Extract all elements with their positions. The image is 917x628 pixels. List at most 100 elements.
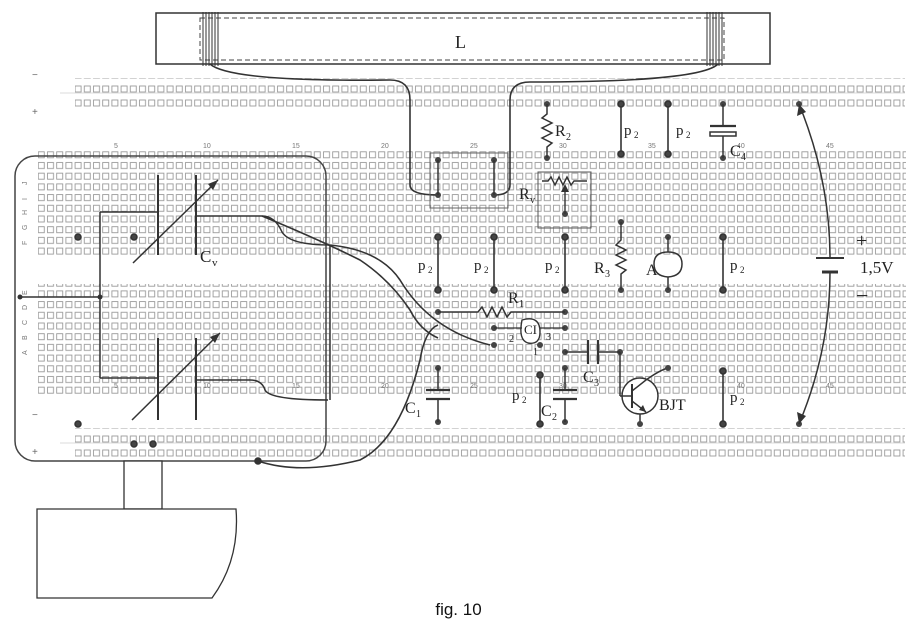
p2-label: p xyxy=(418,258,426,274)
col-num: 10 xyxy=(203,383,211,390)
p2-label: p xyxy=(624,123,632,139)
col-num: 25 xyxy=(470,383,478,390)
col-num: 35 xyxy=(648,143,656,150)
breadboard-upper-grid xyxy=(38,150,906,258)
row-letters: J I H G F E D C B A xyxy=(22,182,29,356)
r3-label: R xyxy=(594,260,605,277)
inductor-L: L xyxy=(155,12,771,66)
p2-label: p xyxy=(676,123,684,139)
col-num: 5 xyxy=(114,383,118,390)
c2-label: C xyxy=(541,403,552,420)
connector-module xyxy=(429,152,509,209)
row-letter: D xyxy=(22,305,29,310)
battery: + − 1,5V xyxy=(796,101,894,427)
row-letter: F xyxy=(22,241,29,245)
battery-minus: − xyxy=(856,283,868,308)
breadboard-bottom-rails xyxy=(60,428,905,461)
variable-capacitor-Cv: C v xyxy=(14,155,331,462)
row-letter: I xyxy=(22,198,29,200)
p2-label: p xyxy=(512,388,520,404)
battery-plus: + xyxy=(856,230,867,252)
col-num: 40 xyxy=(737,143,745,150)
bjt-label: BJT xyxy=(659,397,686,414)
p2-label-sub: 2 xyxy=(428,265,433,275)
ci-pin-1: 1 xyxy=(533,347,538,358)
row-letter: B xyxy=(22,335,29,340)
coil-left xyxy=(202,12,219,66)
ci-pin-3: 3 xyxy=(546,332,551,343)
battery-voltage: 1,5V xyxy=(860,258,894,277)
ci-pin-2: 2 xyxy=(509,334,514,345)
rail-signs: − + − + xyxy=(32,70,38,458)
col-num: 5 xyxy=(114,143,118,150)
capacitor-C2: C 2 xyxy=(541,365,577,425)
col-num: 30 xyxy=(559,383,567,390)
cv-label-sub: v xyxy=(212,257,218,269)
rail-sign: + xyxy=(32,107,38,118)
column-numbers-top: 5 10 15 20 25 30 35 40 45 xyxy=(114,143,834,150)
c1-label: C xyxy=(405,400,416,417)
capacitor-C4: C 4 xyxy=(709,101,746,163)
ci-label: CI xyxy=(524,322,537,337)
integrated-circuit-CI: CI 2 3 1 xyxy=(491,318,568,358)
row-letter: C xyxy=(22,320,29,325)
p2-label-sub: 2 xyxy=(484,265,489,275)
r1-label: R xyxy=(508,290,519,307)
c4-label: C xyxy=(730,143,741,160)
earphone-A: A xyxy=(646,234,683,293)
col-num: 15 xyxy=(292,143,300,150)
p2-label-sub: 2 xyxy=(555,265,560,275)
col-num: 20 xyxy=(381,383,389,390)
col-num: 10 xyxy=(203,143,211,150)
p2-label-sub: 2 xyxy=(634,130,639,140)
rv-label-sub: v xyxy=(530,195,535,206)
misc-wires xyxy=(74,233,157,448)
capacitor-C1: C 1 xyxy=(405,365,450,425)
p2-label-sub: 2 xyxy=(740,265,745,275)
r2-label: R xyxy=(555,123,566,140)
p2-label: p xyxy=(730,258,738,274)
c3-label: C xyxy=(583,369,594,386)
c4-label-sub: 4 xyxy=(741,152,746,163)
row-letter: J xyxy=(22,182,29,186)
r1-label-sub: 1 xyxy=(519,299,524,310)
c1-label-sub: 1 xyxy=(416,409,421,420)
c3-label-sub: 3 xyxy=(594,378,599,389)
col-num: 20 xyxy=(381,143,389,150)
row-letter: A xyxy=(22,350,29,355)
rail-sign: − xyxy=(32,70,38,81)
capacitor-C3: C 3 xyxy=(562,340,623,389)
col-num: 30 xyxy=(559,143,567,150)
transistor-BJT: BJT xyxy=(619,352,686,427)
cv-label: C xyxy=(200,247,211,266)
p2-labels: p 2 p 2 p 2 p 2 p 2 p 2 p 2 p 2 xyxy=(418,123,745,407)
col-num: 15 xyxy=(292,383,300,390)
rv-label: R xyxy=(519,186,530,203)
p2-label: p xyxy=(545,258,553,274)
breadboard-top-rails xyxy=(60,78,905,111)
col-num: 45 xyxy=(826,143,834,150)
col-num: 45 xyxy=(826,383,834,390)
p2-label: p xyxy=(474,258,482,274)
resistor-R3: R 3 xyxy=(594,219,628,293)
rail-sign: + xyxy=(32,447,38,458)
p2-label: p xyxy=(730,390,738,406)
row-letter: E xyxy=(22,290,29,295)
col-num: 40 xyxy=(737,383,745,390)
p2-label-sub: 2 xyxy=(686,130,691,140)
figure-caption: fig. 10 xyxy=(435,600,482,619)
cv-dial xyxy=(36,460,238,599)
r2-label-sub: 2 xyxy=(566,132,571,143)
coil-right xyxy=(706,12,723,66)
cv-wires xyxy=(254,215,491,469)
resistor-R1: R 1 xyxy=(435,290,568,319)
row-letter: H xyxy=(22,210,29,215)
p2-label-sub: 2 xyxy=(740,397,745,407)
p2-label-sub: 2 xyxy=(522,395,527,405)
col-num: 25 xyxy=(470,143,478,150)
potentiometer-Rv: R v xyxy=(519,171,592,229)
row-letter: G xyxy=(22,225,29,230)
r3-label-sub: 3 xyxy=(605,269,610,280)
jumper-p2-group xyxy=(434,100,727,428)
